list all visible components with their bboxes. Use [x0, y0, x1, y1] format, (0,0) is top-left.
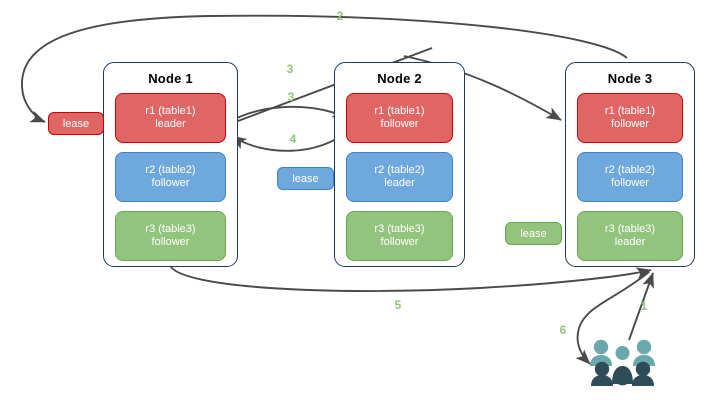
arrow-3-lens-path	[220, 105, 348, 129]
node-1-replica-r3[interactable]: r3 (table3) follower	[115, 211, 226, 261]
lease-badge-green[interactable]: lease	[505, 222, 562, 245]
node-3-replica-r2-line1: r2 (table2)	[604, 163, 656, 176]
node-1-container[interactable]: Node 1 r1 (table1) leader r2 (table2) fo…	[103, 62, 238, 267]
lease-badge-blue[interactable]: lease	[277, 167, 334, 190]
node-1-replica-r1[interactable]: r1 (table1) leader	[115, 93, 226, 143]
node-1-replica-r2[interactable]: r2 (table2) follower	[115, 152, 226, 202]
node-3-replica-r1-line1: r1 (table1)	[604, 104, 656, 117]
node-3-replica-r3[interactable]: r3 (table3) leader	[577, 211, 683, 261]
node-1-title: Node 1	[148, 71, 193, 86]
node-1-replica-r1-line1: r1 (table1)	[145, 104, 196, 117]
node-3-container[interactable]: Node 3 r1 (table1) follower r2 (table2) …	[565, 62, 695, 267]
node-3-replica-r2-role: follower	[611, 177, 649, 189]
step-label-1: 1	[640, 299, 648, 313]
step-label-6: 6	[559, 323, 567, 337]
node-1-replica-r3-line1: r3 (table3)	[145, 222, 196, 235]
node-3-replica-r3-line1: r3 (table3)	[604, 222, 656, 235]
node-2-replica-r2-line1: r2 (table2)	[374, 163, 425, 176]
node-2-title: Node 2	[377, 71, 422, 86]
node-1-replica-r2-role: follower	[151, 177, 190, 189]
node-1-replica-r3-role: follower	[151, 236, 190, 248]
arrow-2-path	[21, 14, 628, 123]
arrow-5-path	[169, 264, 652, 292]
node-2-replica-r1-line1: r1 (table1)	[374, 104, 425, 117]
node-3-replica-r3-role: leader	[614, 236, 646, 248]
node-2-container[interactable]: Node 2 r1 (table1) follower r2 (table2) …	[334, 62, 465, 267]
people-group-icon	[590, 339, 655, 386]
step-label-5: 5	[394, 298, 402, 312]
step-label-3a: 3	[286, 62, 294, 76]
node-2-replica-r1[interactable]: r1 (table1) follower	[346, 93, 453, 143]
node-2-replica-r3-role: follower	[380, 236, 419, 248]
lease-badge-red[interactable]: lease	[48, 112, 104, 135]
node-3-replica-r1[interactable]: r1 (table1) follower	[577, 93, 683, 143]
step-label-2: 2	[336, 9, 344, 23]
node-2-replica-r2[interactable]: r2 (table2) leader	[346, 152, 453, 202]
arrow-1-path	[628, 272, 654, 341]
node-3-replica-r1-role: follower	[611, 118, 649, 130]
node-2-replica-r1-role: follower	[380, 118, 419, 130]
node-1-replica-r2-line1: r2 (table2)	[145, 163, 196, 176]
node-1-replica-r1-role: leader	[155, 118, 186, 130]
node-3-replica-r2[interactable]: r2 (table2) follower	[577, 152, 683, 202]
arrow-6-path	[575, 271, 650, 365]
arrow-3-arc-path	[403, 55, 562, 121]
step-label-4: 4	[289, 132, 297, 146]
node-2-replica-r3[interactable]: r3 (table3) follower	[346, 211, 453, 261]
node-2-replica-r3-line1: r3 (table3)	[374, 222, 425, 235]
arrow-3-straight-path	[221, 47, 433, 128]
node-3-title: Node 3	[607, 71, 653, 86]
node-2-replica-r2-role: leader	[384, 177, 415, 189]
step-label-3b: 3	[287, 90, 295, 104]
